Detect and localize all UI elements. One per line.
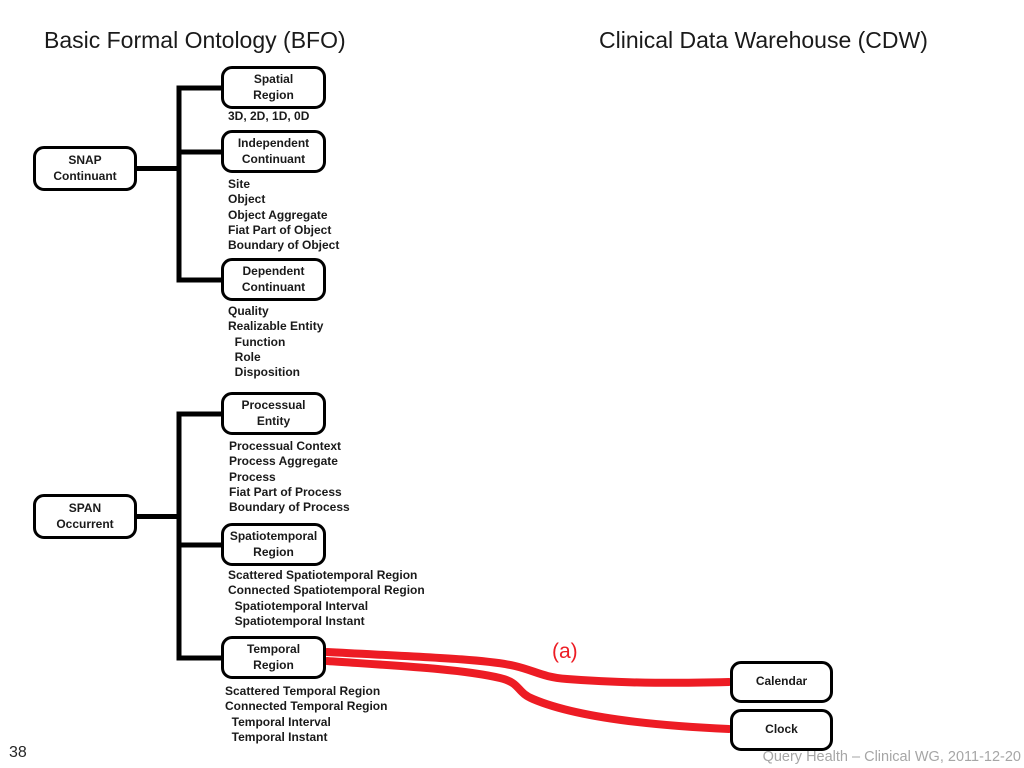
node-processual-entity: Processual Entity <box>221 392 326 435</box>
node-label-line: SPAN <box>68 501 102 516</box>
node-calendar: Calendar <box>730 661 833 703</box>
tree-item: Temporal Interval <box>225 714 331 729</box>
node-label-line: Calendar <box>755 674 808 689</box>
tree-item: Object Aggregate <box>228 207 328 222</box>
node-spatiotemporal-region: Spatiotemporal Region <box>221 523 326 566</box>
tree-item: Connected Spatiotemporal Region <box>228 583 425 598</box>
tree-item: Boundary of Object <box>228 238 340 253</box>
node-label-line: Continuant <box>241 279 306 294</box>
node-snap-continuant: SNAP Continuant <box>33 146 137 191</box>
tree-item: 3D, 2D, 1D, 0D <box>228 109 310 123</box>
tree-item: Boundary of Process <box>229 500 350 515</box>
title-cdw: Clinical Data Warehouse (CDW) <box>599 27 928 53</box>
node-label-line: Occurrent <box>56 516 114 531</box>
tree-item: Processual Context <box>229 439 342 453</box>
node-spatial-region: Spatial Region <box>221 66 326 109</box>
title-bfo: Basic Formal Ontology (BFO) <box>44 27 346 53</box>
footer-credit: Query Health – Clinical WG, 2011-12-20 <box>762 749 1021 765</box>
node-label-line: SNAP <box>68 153 102 168</box>
tree-item: Disposition <box>228 365 300 380</box>
node-label-line: Region <box>253 544 294 559</box>
node-span-occurrent: SPAN Occurrent <box>33 494 137 539</box>
tree-item: Site <box>228 177 251 191</box>
node-label-line: Spatiotemporal <box>229 529 318 544</box>
node-dependent-continuant: Dependent Continuant <box>221 258 326 301</box>
node-label-line: Spatial <box>253 72 294 87</box>
tree-item: Object <box>228 192 266 207</box>
node-label-line: Dependent <box>242 264 305 279</box>
snap-tree-connectors <box>137 85 221 283</box>
tree-item: Process <box>229 469 276 484</box>
node-label-line: Clock <box>765 722 798 737</box>
node-label-line: Continuant <box>241 151 306 166</box>
node-label-line: Processual <box>241 398 306 413</box>
tree-item: Connected Temporal Region <box>225 699 388 714</box>
tree-item: Spatiotemporal Interval <box>228 598 369 613</box>
tree-item: Spatiotemporal Instant <box>228 613 365 628</box>
node-label-line: Independent <box>237 136 310 151</box>
tree-item: Process Aggregate <box>229 454 338 469</box>
span-tree-connectors <box>137 411 221 661</box>
tree-item: Fiat Part of Object <box>228 222 332 237</box>
spatial-region-subtypes: 3D, 2D, 1D, 0D <box>228 109 309 124</box>
page-number: 38 <box>9 744 27 761</box>
node-clock: Clock <box>730 709 833 751</box>
tree-item: Function <box>228 334 286 349</box>
tree-item: Quality <box>228 304 269 318</box>
node-temporal-region: Temporal Region <box>221 636 326 679</box>
node-label-line: Region <box>253 87 294 102</box>
tree-item: Realizable Entity <box>228 319 324 334</box>
tree-item: Role <box>228 349 261 364</box>
tree-item: Fiat Part of Process <box>229 484 342 499</box>
tree-item: Scattered Spatiotemporal Region <box>228 568 418 582</box>
node-independent-continuant: Independent Continuant <box>221 130 326 173</box>
tree-item: Temporal Instant <box>225 729 328 744</box>
node-label-line: Continuant <box>53 168 117 183</box>
tree-item: Scattered Temporal Region <box>225 684 381 698</box>
node-label-line: Temporal <box>246 642 301 657</box>
node-label-line: Entity <box>256 413 291 428</box>
node-label-line: Region <box>253 657 294 672</box>
annotation-a: (a) <box>552 640 578 663</box>
curve-temporal-to-calendar <box>323 648 733 687</box>
